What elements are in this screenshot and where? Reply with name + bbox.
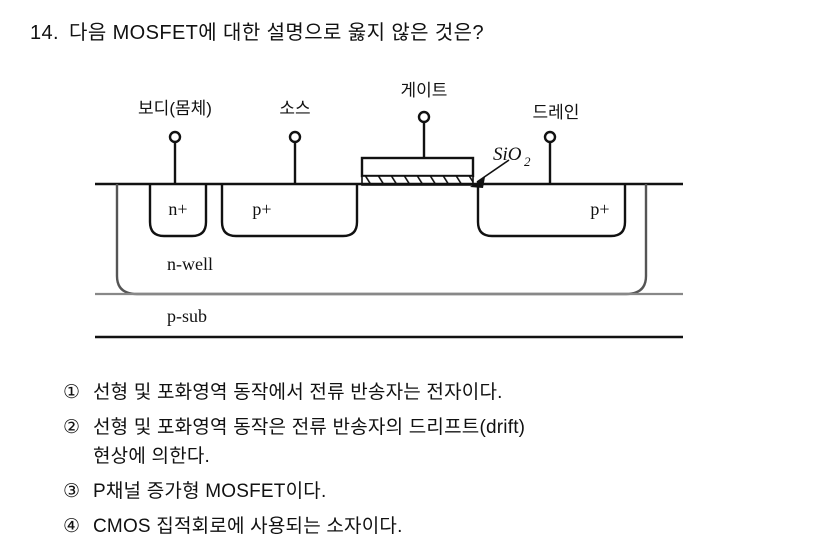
terminal-label-drain: 드레인 xyxy=(533,103,580,122)
terminal-drain xyxy=(543,130,557,183)
question-number: 14. xyxy=(30,22,60,44)
n-plus-region xyxy=(148,184,208,238)
terminal-label-gate: 게이트 xyxy=(401,81,448,100)
option-text-1: 선형 및 포화영역 동작에서 전류 반송자는 전자이다. xyxy=(93,382,503,403)
oxide-label-subscript: 2 xyxy=(524,154,531,169)
terminal-gate xyxy=(417,110,431,159)
option-text-3: P채널 증가형 MOSFET이다. xyxy=(93,481,327,502)
mosfet-cross-section-figure: 보디(몸체) 소스 게이트 드레인 xyxy=(0,70,826,360)
answer-option-4[interactable]: ④ CMOS 집적회로에 사용되는 소자이다. xyxy=(63,512,763,541)
n-plus-region-label: n+ xyxy=(168,199,187,219)
answer-option-2[interactable]: ② 선형 및 포화영역 동작은 전류 반송자의 드리프트(drift) 현상에 … xyxy=(63,413,763,471)
answer-option-1[interactable]: ① 선형 및 포화영역 동작에서 전류 반송자는 전자이다. xyxy=(63,378,763,407)
question-text: 다음 MOSFET에 대한 설명으로 옳지 않은 것은? xyxy=(69,22,485,44)
question-stem: 14. 다음 MOSFET에 대한 설명으로 옳지 않은 것은? xyxy=(30,16,484,45)
n-well-label: n-well xyxy=(167,254,213,274)
option-marker-4: ④ xyxy=(63,516,81,537)
n-well-outline xyxy=(115,184,648,296)
option-text-2: 선형 및 포화영역 동작은 전류 반송자의 드리프트(drift) 현상에 의한… xyxy=(93,417,526,467)
answer-option-3[interactable]: ③ P채널 증가형 MOSFET이다. xyxy=(63,477,763,506)
p-sub-label: p-sub xyxy=(167,306,207,326)
p-plus-drain-label: p+ xyxy=(590,199,609,219)
oxide-label: SiO xyxy=(493,144,522,165)
terminal-source xyxy=(288,130,302,183)
terminal-body xyxy=(168,130,182,183)
answer-options-list: ① 선형 및 포화영역 동작에서 전류 반송자는 전자이다. ② 선형 및 포화… xyxy=(63,378,763,547)
gate-electrode xyxy=(360,156,475,178)
terminal-label-source: 소스 xyxy=(279,99,310,118)
terminal-label-body: 보디(몸체) xyxy=(138,99,212,118)
option-text-4: CMOS 집적회로에 사용되는 소자이다. xyxy=(93,516,403,537)
option-marker-2: ② xyxy=(63,417,81,438)
p-plus-drain-region xyxy=(476,184,627,238)
p-plus-source-label: p+ xyxy=(252,199,271,219)
p-plus-source-region xyxy=(220,184,359,238)
option-marker-1: ① xyxy=(63,382,81,403)
option-marker-3: ③ xyxy=(63,481,81,502)
